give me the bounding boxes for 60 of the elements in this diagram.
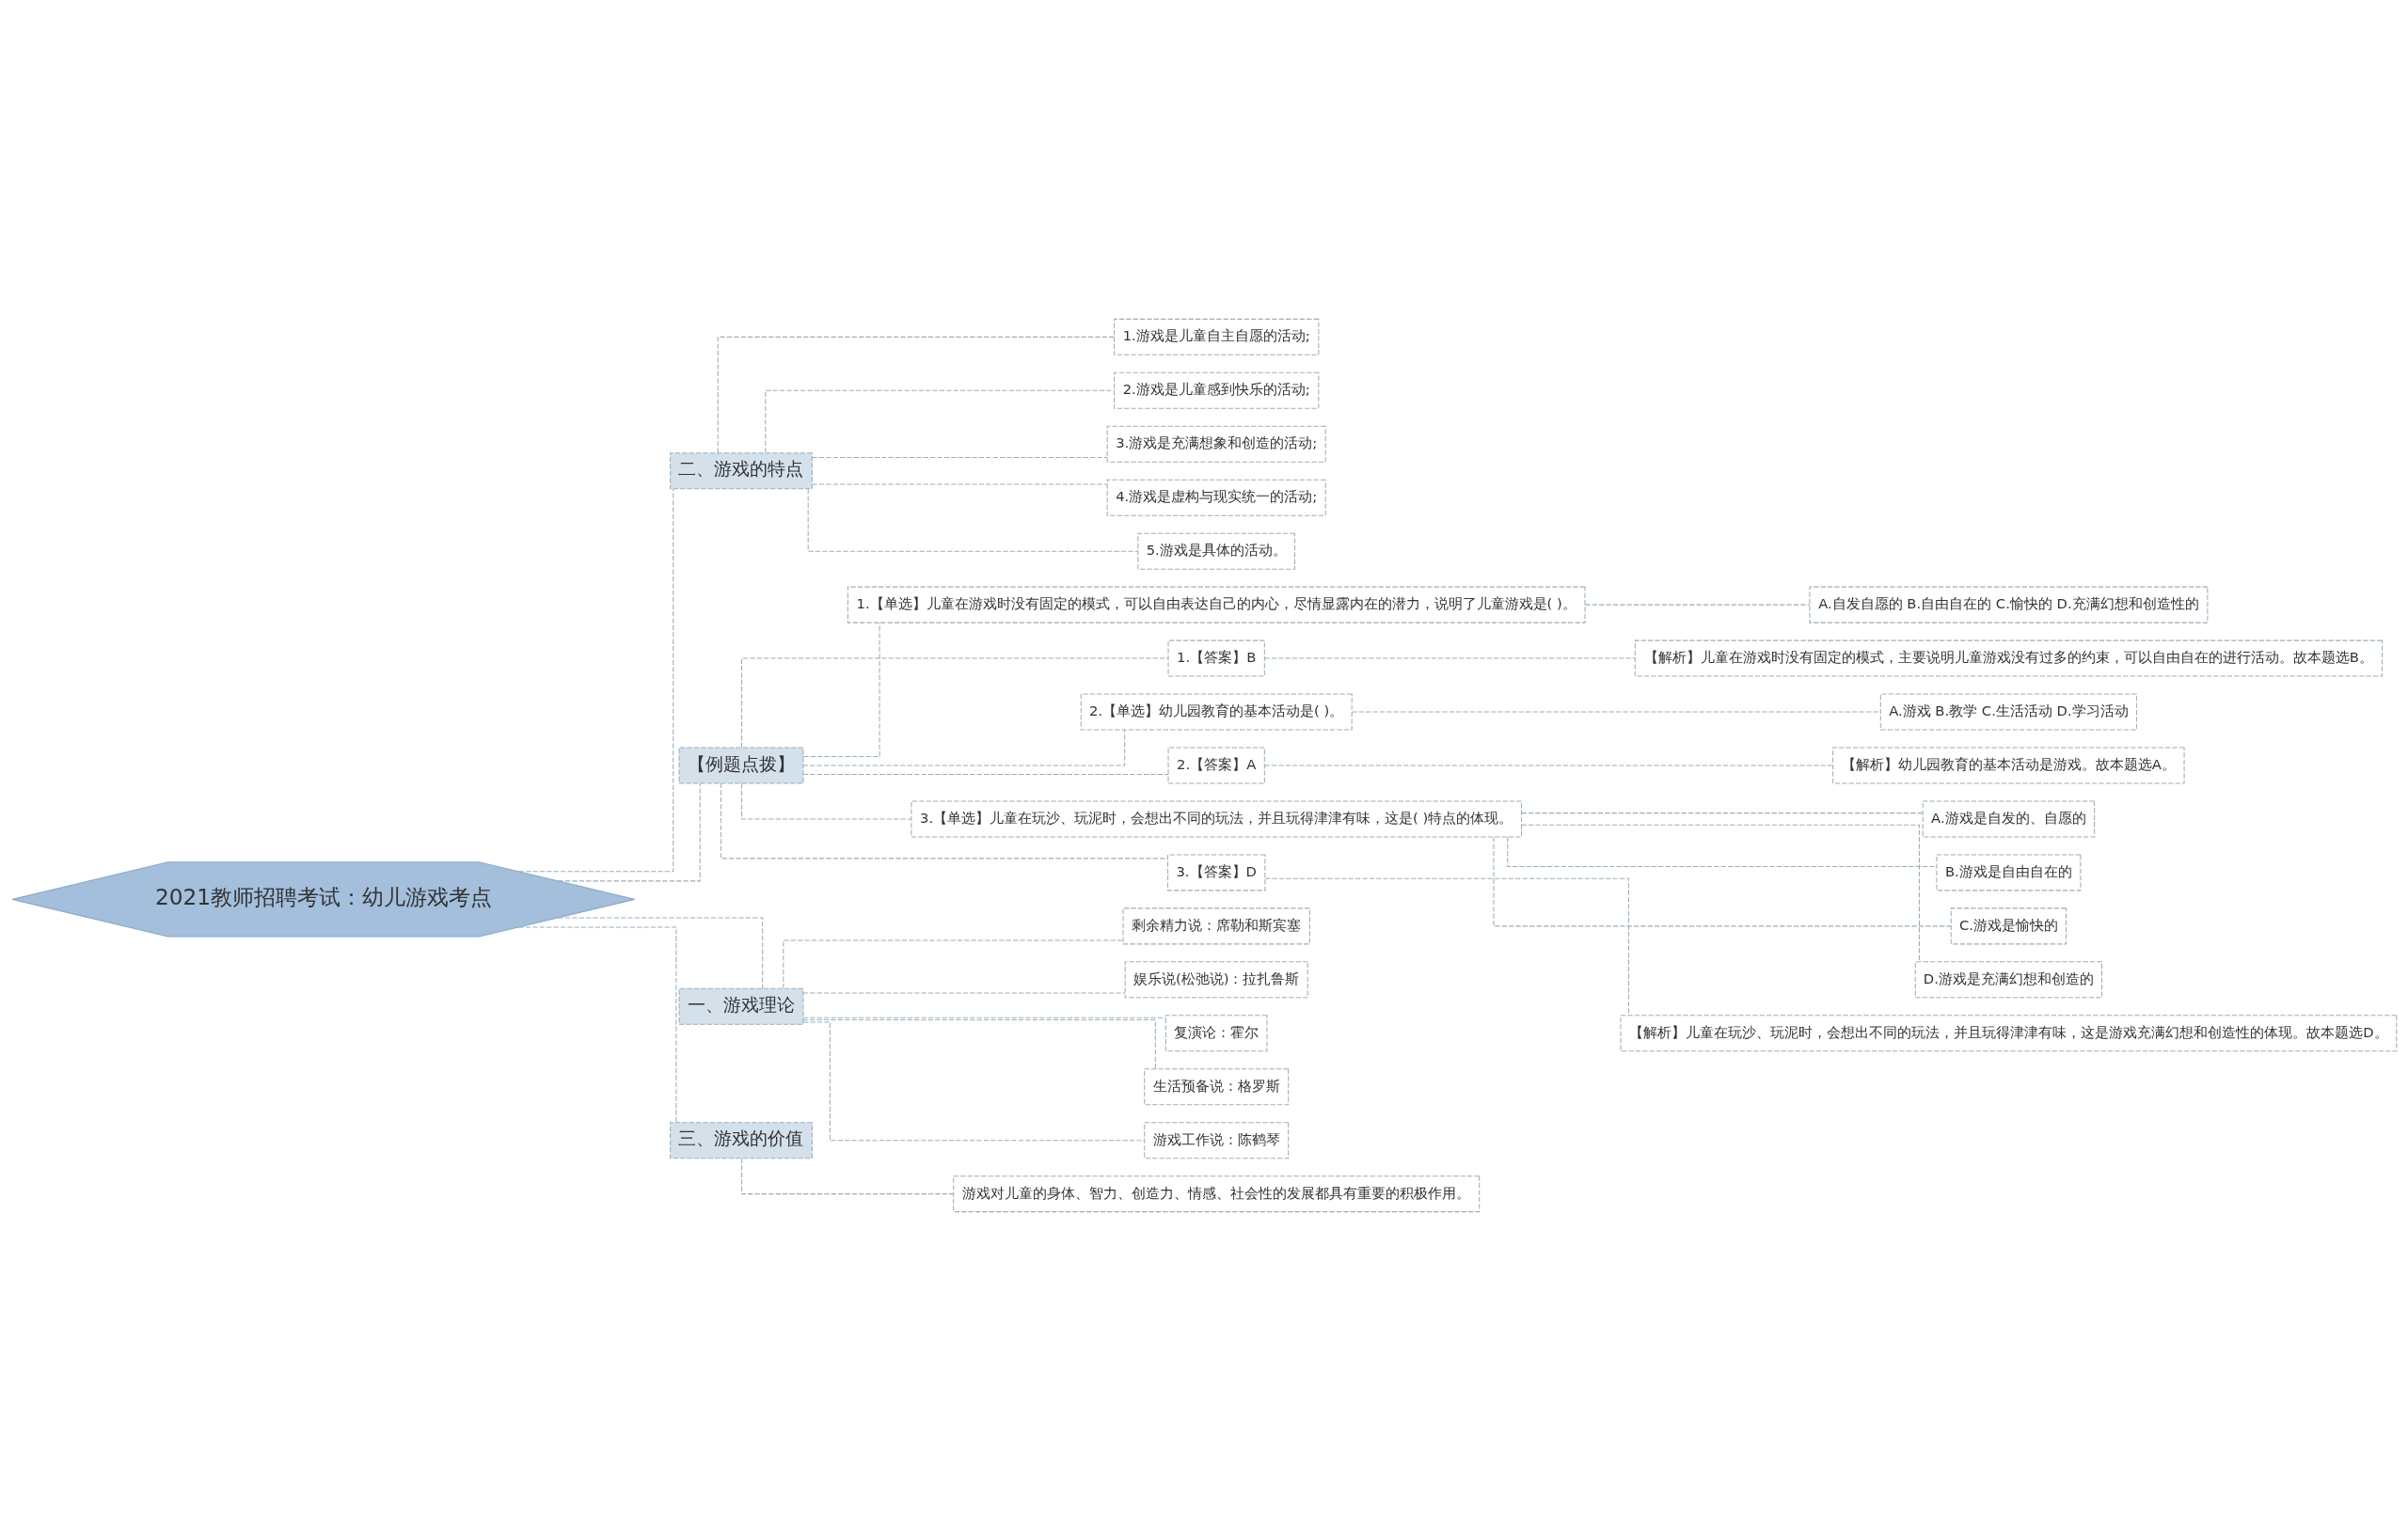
- node-box: 2.【答案】A: [1167, 747, 1265, 783]
- node-box: 三、游戏的价值: [669, 1121, 813, 1159]
- connector: [720, 782, 1168, 859]
- connector: [802, 622, 880, 757]
- connector: [717, 336, 1115, 453]
- node-box: D.游戏是充满幻想和创造的: [1914, 960, 2102, 998]
- connector: [1506, 836, 1937, 867]
- node-box: A.自发自愿的 B.自由自在的 C.愉快的 D.充满幻想和创造性的: [1808, 586, 2208, 623]
- connector: [1263, 657, 1636, 659]
- node-box: 【解析】儿童在游戏时没有固定的模式，主要说明儿童游戏没有过多的约束，可以自由自在的进行活动。故本题选B。: [1634, 639, 2383, 677]
- node-box: 1.【单选】儿童在游戏时没有固定的模式，可以自由表达自己的内心，尽情显露内在的潜力，说明了儿童游戏是( )。: [847, 586, 1586, 623]
- connector: [1264, 877, 1629, 1016]
- connector: [740, 1157, 954, 1194]
- connector: [801, 1018, 1156, 1069]
- node-box: 复演论：霍尔: [1164, 1014, 1267, 1051]
- node-box: C.游戏是愉快的: [1950, 907, 2067, 944]
- node-box: 【解析】幼儿园教育的基本活动是游戏。故本题选A。: [1831, 747, 2185, 783]
- connector: [764, 389, 1115, 453]
- node-box: 2.【单选】幼儿园教育的基本活动是( )。: [1080, 693, 1353, 731]
- node-box: 生活预备说：格罗斯: [1143, 1067, 1289, 1105]
- node-box: 1.【答案】B: [1167, 639, 1265, 677]
- connector: [1351, 711, 1881, 713]
- node-box: 游戏对儿童的身体、智力、创造力、情感、社会性的发展都具有重要的积极作用。: [952, 1175, 1480, 1212]
- node-box: 一、游戏理论: [678, 987, 803, 1025]
- node-box: 3.【单选】儿童在玩沙、玩泥时，会想出不同的玩法，并且玩得津津有味，这是( )特点的体现。: [910, 799, 1522, 837]
- node-box: 4.游戏是虚构与现实统一的活动;: [1106, 479, 1326, 516]
- node-box: 二、游戏的特点: [669, 451, 813, 489]
- node-box: 5.游戏是具体的活动。: [1136, 532, 1295, 570]
- connector: [1520, 824, 1920, 962]
- connector: [740, 782, 911, 819]
- connector: [802, 1017, 1166, 1018]
- connector: [807, 488, 1138, 552]
- connector: [802, 992, 1125, 994]
- connector: [1492, 836, 1952, 926]
- node-box: A.游戏是自发的、自愿的: [1922, 799, 2095, 837]
- connector: [802, 1020, 1145, 1141]
- node-box: 3.游戏是充满想象和创造的活动;: [1106, 425, 1326, 463]
- connector: [801, 729, 1125, 766]
- node-box: 剩余精力说：席勒和斯宾塞: [1122, 907, 1310, 944]
- connector: [517, 925, 676, 1123]
- node-box: 1.游戏是儿童自主自愿的活动;: [1113, 318, 1319, 355]
- node-box: 2.游戏是儿童感到快乐的活动;: [1113, 371, 1319, 409]
- connector: [740, 657, 1169, 748]
- node-box: 游戏工作说：陈鹤琴: [1143, 1121, 1289, 1159]
- connector: [811, 456, 1108, 458]
- connector: [811, 482, 1108, 484]
- node-box: 【解析】儿童在玩沙、玩泥时，会想出不同的玩法，并且玩得津津有味，这是游戏充满幻想和创造性的体现。故本题选D。: [1619, 1014, 2397, 1051]
- connector: [1584, 604, 1810, 606]
- node-box: B.游戏是自由自在的: [1935, 853, 2081, 891]
- node-box: 【例题点拨】: [678, 747, 803, 783]
- connector: [782, 939, 1123, 989]
- node-box: 3.【答案】D: [1166, 853, 1265, 891]
- connector: [517, 487, 673, 872]
- node-box: A.游戏 B.教学 C.生活活动 D.学习活动: [1879, 693, 2137, 731]
- connector: [802, 773, 1169, 775]
- connector: [557, 782, 701, 881]
- connector: [557, 916, 763, 989]
- connector: [1263, 764, 1833, 766]
- connector: [1520, 812, 1924, 813]
- node-box: 娱乐说(松弛说)：拉扎鲁斯: [1124, 960, 1308, 998]
